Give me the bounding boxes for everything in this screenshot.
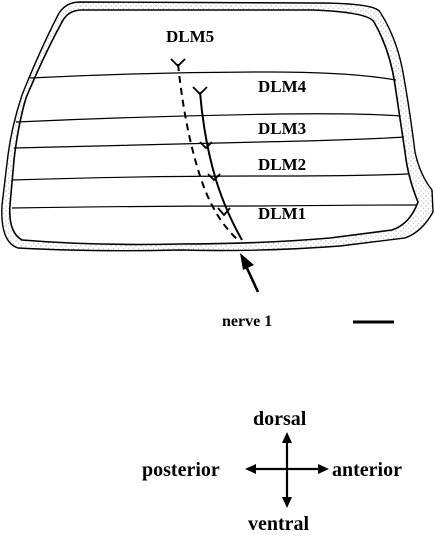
orientation-dorsal: dorsal: [253, 408, 307, 430]
label-dlm5: DLM5: [166, 27, 214, 46]
nerve-label: nerve 1: [222, 313, 272, 330]
orientation-compass: [245, 432, 329, 508]
orientation-anterior: anterior: [332, 459, 402, 481]
label-dlm4: DLM4: [258, 77, 307, 96]
orientation-posterior: posterior: [142, 459, 220, 481]
label-dlm1: DLM1: [258, 204, 306, 223]
nerve-arrow: [240, 253, 258, 292]
label-dlm3: DLM3: [258, 119, 306, 138]
orientation-ventral: ventral: [248, 513, 310, 535]
label-dlm2: DLM2: [258, 155, 306, 174]
